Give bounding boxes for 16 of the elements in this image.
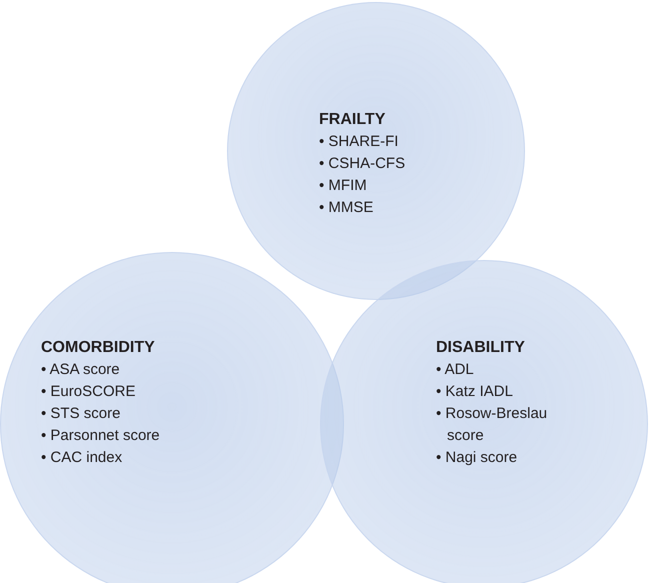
category-heading: COMORBIDITY: [41, 338, 156, 358]
list-item: • CSHA-CFS: [319, 154, 406, 174]
list-item: • ASA score: [41, 360, 121, 380]
list-item: • SHARE-FI: [319, 132, 400, 152]
list-item: • Parsonnet score: [41, 426, 161, 446]
list-item: • CAC index: [41, 448, 124, 468]
category-heading: DISABILITY: [436, 338, 526, 358]
list-item: • Katz IADL: [436, 382, 514, 402]
list-item: • MMSE: [319, 198, 374, 218]
list-item: • EuroSCORE: [41, 382, 136, 402]
list-item: • ADL: [436, 360, 475, 380]
list-item: • Nagi score: [436, 448, 518, 468]
category-heading: FRAILTY: [319, 110, 386, 130]
list-item: • STS score: [41, 404, 122, 424]
list-item: • MFIM: [319, 176, 368, 196]
list-item: • Rosow-Breslau score: [436, 404, 548, 446]
